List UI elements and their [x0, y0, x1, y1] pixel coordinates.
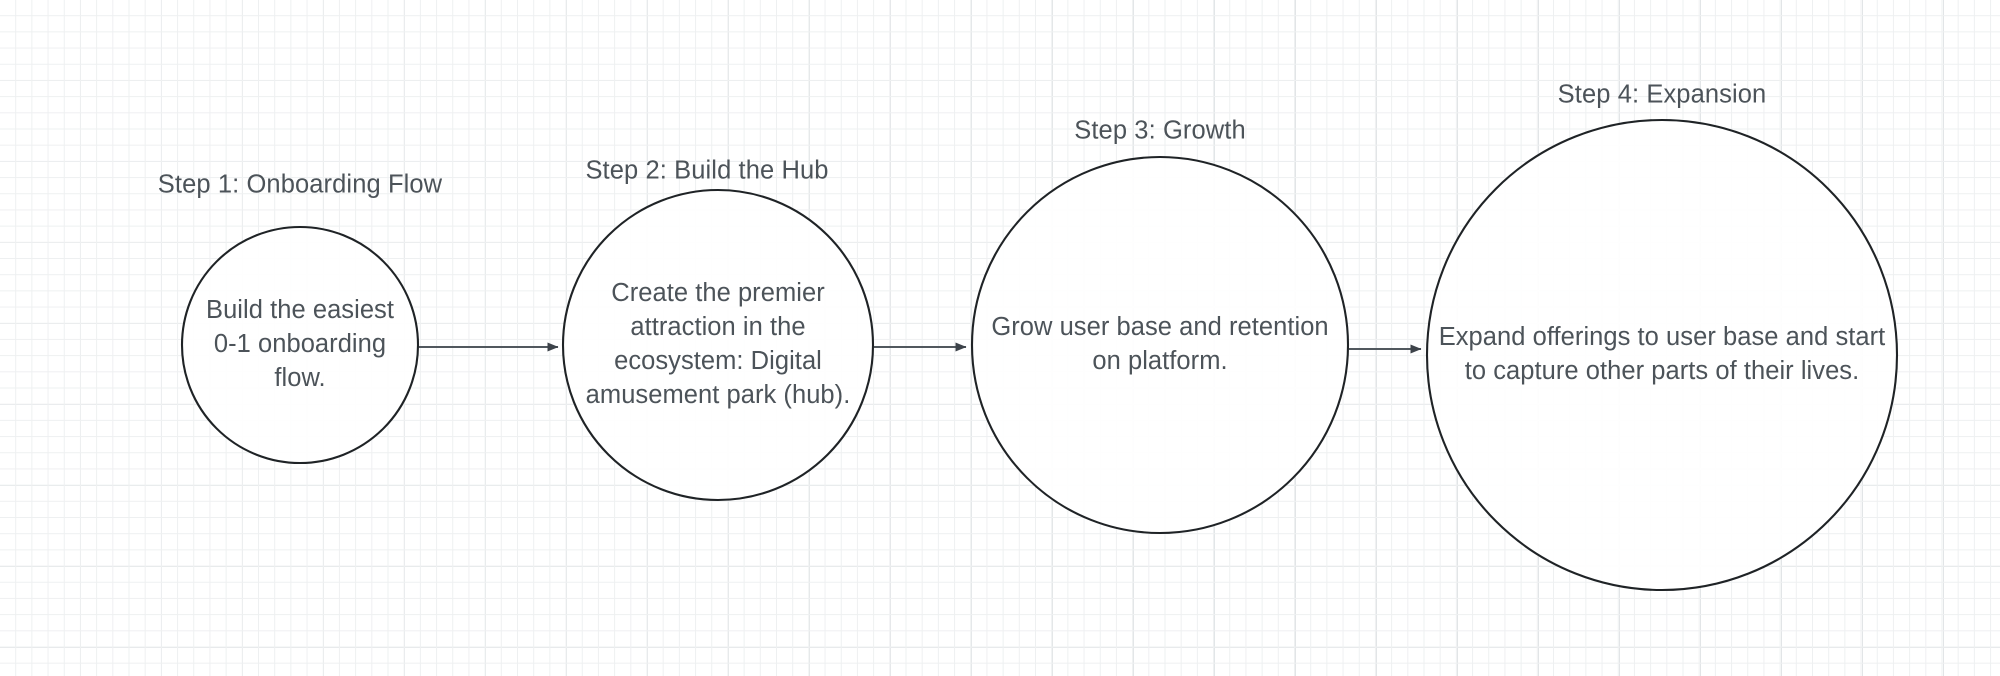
edges-group — [419, 342, 1422, 354]
node-label-step1: Build the easiest 0-1 onboarding flow. — [206, 294, 394, 396]
node-label-line: amusement park (hub). — [585, 380, 851, 409]
node-label-line: Expand offerings to user base and start — [1438, 323, 1886, 352]
node-title-step2: Step 2: Build the Hub — [585, 156, 829, 185]
nodes-group — [180, 118, 1899, 592]
node-label-step2: Create the premier attraction in the ecosy… — [586, 277, 851, 413]
node-circle-step4[interactable] — [1425, 118, 1899, 592]
node-label-line: to capture other parts of their lives. — [1464, 357, 1860, 385]
node-title-step3: Step 3: Growth — [1074, 116, 1246, 145]
node-label-line: Build the easiest — [206, 296, 394, 325]
node-label-line: attraction in the — [630, 313, 806, 342]
node-label-line: ecosystem: Digital — [614, 347, 822, 375]
node-title-step4: Step 4: Expansion — [1557, 80, 1767, 109]
node-circle-step3[interactable] — [970, 155, 1350, 535]
node-label-line: Create the premier — [611, 279, 825, 308]
node-label-line: 0-1 onboarding — [213, 330, 387, 359]
node-title-step1: Step 1: Onboarding Flow — [157, 170, 443, 199]
node-label-line: on platform. — [1092, 347, 1228, 375]
node-label-line: Grow user base and retention — [991, 313, 1329, 342]
node-label-line: flow. — [274, 363, 326, 392]
node-circle-step2[interactable] — [561, 188, 875, 502]
node-circle-step1[interactable] — [180, 225, 420, 465]
node-label-step3: Grow user base and retention on platform. — [991, 311, 1328, 379]
node-label-step4: Expand offerings to user base and start t… — [1439, 321, 1886, 389]
